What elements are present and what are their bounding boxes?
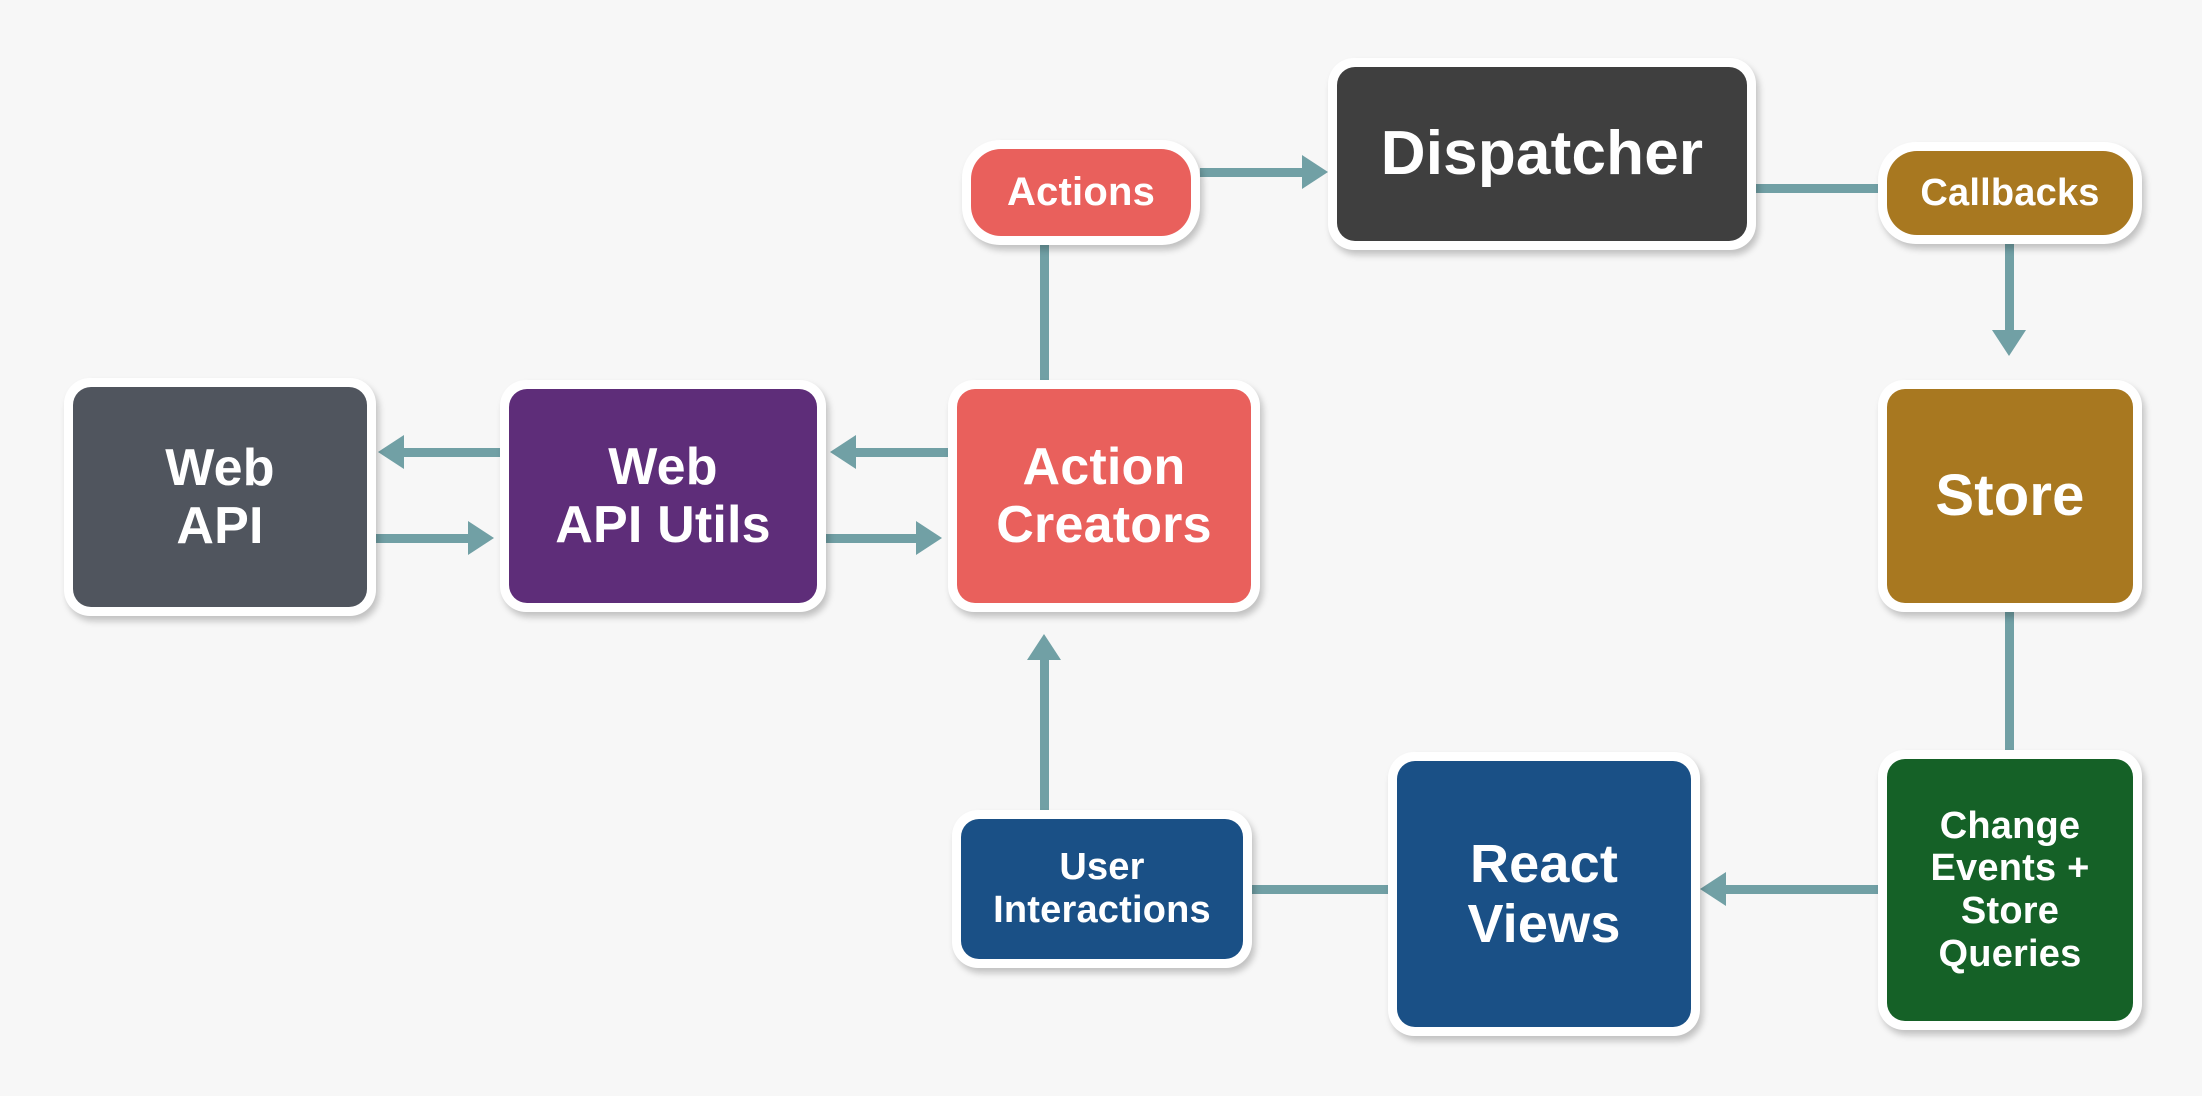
node-change-events-store-queries-label: Change Events + Store Queries: [1887, 759, 2133, 1021]
node-user-interactions[interactable]: User Interactions: [952, 810, 1252, 968]
node-web-api-utils-label: Web API Utils: [509, 389, 817, 603]
node-dispatcher[interactable]: Dispatcher: [1328, 58, 1756, 250]
node-change-events-store-queries[interactable]: Change Events + Store Queries: [1878, 750, 2142, 1030]
node-actions-label: Actions: [971, 149, 1191, 236]
node-action-creators-label: Action Creators: [957, 389, 1251, 603]
edge-actions-to-dispatcher-line: [1200, 168, 1312, 177]
edge-react-views-to-user-interactions-line: [1250, 885, 1392, 894]
edge-store-to-change-events-line: [2005, 610, 2014, 754]
node-web-api-utils[interactable]: Web API Utils: [500, 380, 826, 612]
edge-user-interactions-to-action-creators-line: [1040, 660, 1049, 812]
node-web-api-label: Web API: [73, 387, 367, 607]
node-action-creators[interactable]: Action Creators: [948, 380, 1260, 612]
edge-action-creators-to-web-api-utils-arrowhead: [830, 435, 856, 469]
node-actions[interactable]: Actions: [962, 140, 1200, 245]
edge-action-creators-to-web-api-utils-line: [856, 448, 950, 457]
node-store-label: Store: [1887, 389, 2133, 603]
edge-web-api-utils-to-web-api-line: [404, 448, 502, 457]
node-react-views-label: React Views: [1397, 761, 1691, 1027]
edge-web-api-to-web-api-utils-line: [376, 534, 470, 543]
edge-web-api-utils-to-action-creators-line: [826, 534, 918, 543]
edge-action-creators-to-actions-line: [1040, 244, 1049, 384]
node-callbacks[interactable]: Callbacks: [1878, 142, 2142, 244]
edge-web-api-utils-to-action-creators-arrowhead: [916, 521, 942, 555]
edge-user-interactions-to-action-creators-arrowhead: [1027, 634, 1061, 660]
edge-actions-to-dispatcher-arrowhead: [1302, 155, 1328, 189]
edge-callbacks-to-store-arrowhead: [1992, 330, 2026, 356]
node-web-api[interactable]: Web API: [64, 378, 376, 616]
edge-web-api-utils-to-web-api-arrowhead: [378, 435, 404, 469]
node-dispatcher-label: Dispatcher: [1337, 67, 1747, 241]
edge-change-events-to-react-views-line: [1726, 885, 1882, 894]
edge-web-api-to-web-api-utils-arrowhead: [468, 521, 494, 555]
node-user-interactions-label: User Interactions: [961, 819, 1243, 959]
edge-callbacks-to-store-line: [2005, 244, 2014, 340]
edge-change-events-to-react-views-arrowhead: [1700, 872, 1726, 906]
edge-dispatcher-to-callbacks-line: [1756, 184, 1882, 193]
node-callbacks-label: Callbacks: [1887, 151, 2133, 235]
node-store[interactable]: Store: [1878, 380, 2142, 612]
node-react-views[interactable]: React Views: [1388, 752, 1700, 1036]
